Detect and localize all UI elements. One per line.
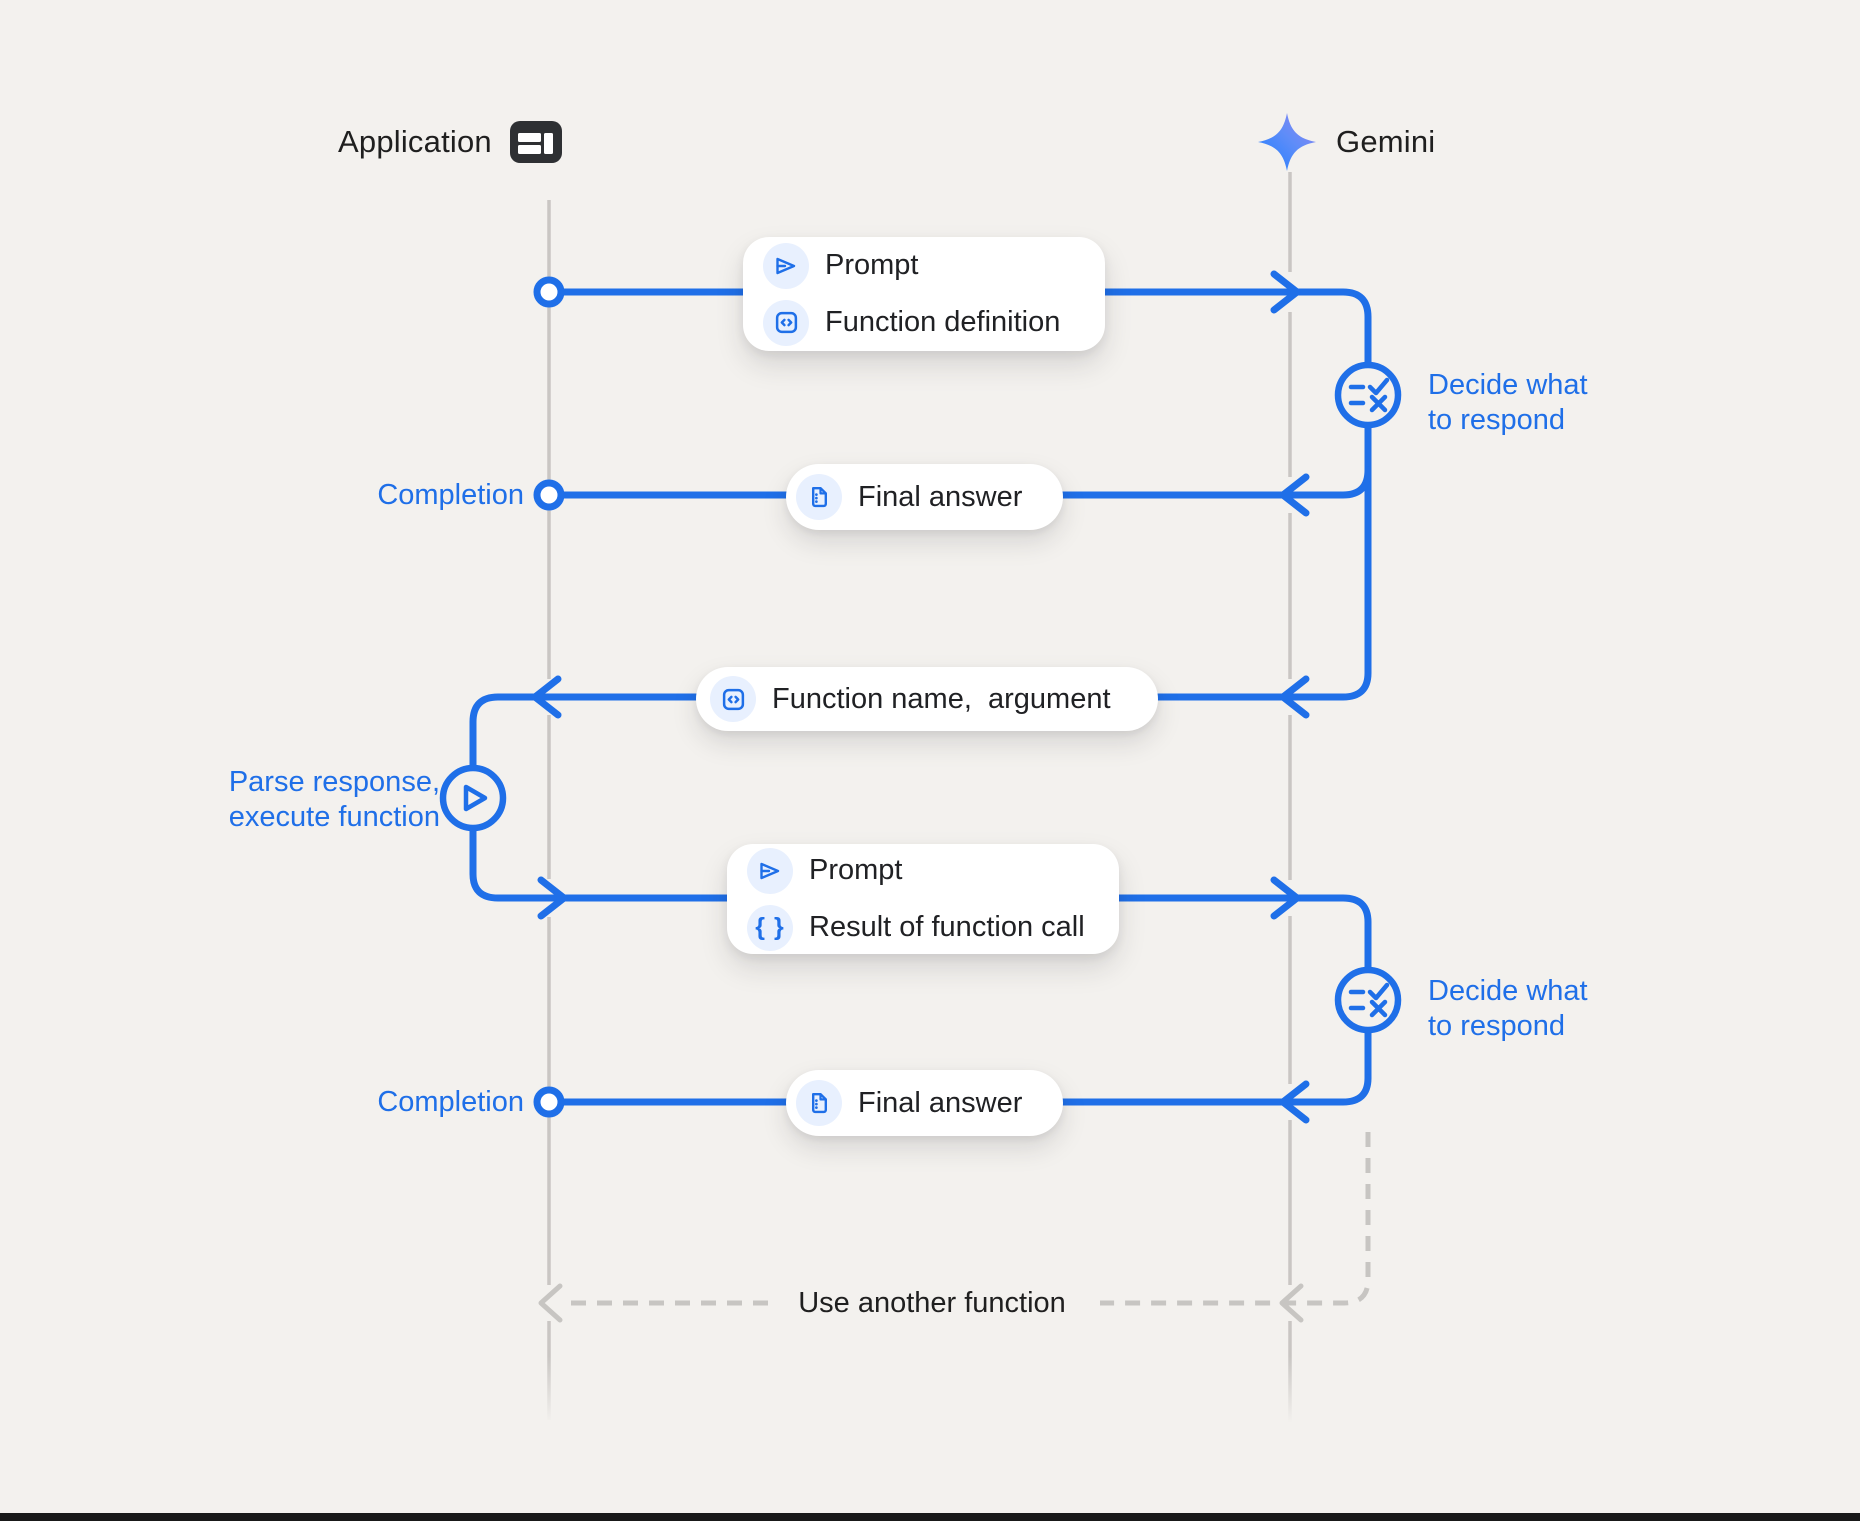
lifeline-fade: [0, 1356, 1860, 1432]
arrowhead-left-final2: [1279, 1080, 1310, 1124]
completion-node-1: [533, 479, 565, 511]
document-icon: [796, 1080, 842, 1126]
arrowhead-right-prompt1: [1270, 270, 1301, 314]
message-label: Final answer: [858, 480, 1023, 513]
rule-icon: [1348, 377, 1390, 413]
message-card-prompt-function-result: Prompt { } Result of function call: [727, 844, 1119, 954]
message-label: Prompt: [809, 854, 903, 886]
send-icon: [747, 847, 793, 894]
decide-node-1: [1334, 361, 1402, 429]
app-window-icon: [509, 121, 562, 163]
code-box-icon: [710, 676, 756, 722]
gemini-star-icon: [1258, 113, 1316, 171]
message-row: { } Result of function call: [747, 904, 1119, 951]
completion-label-2: Completion: [377, 1086, 524, 1118]
play-icon: [463, 784, 488, 812]
decide-label-1: Decide what to respond: [1428, 369, 1588, 436]
gemini-label: Gemini: [1336, 124, 1436, 159]
message-pill-final-answer-2: Final answer: [786, 1070, 1063, 1136]
rule-icon: [1348, 982, 1390, 1018]
arrowhead-left-fnname-gemini: [1279, 675, 1310, 719]
message-start-node: [533, 276, 565, 308]
arrowhead-right-prompt2-application: [537, 876, 568, 920]
parse-execute-node: [439, 764, 507, 832]
message-pill-function-name-argument: Function name, argument: [696, 667, 1158, 731]
completion-label-1: Completion: [377, 479, 524, 511]
code-box-icon: [763, 299, 809, 346]
message-label: Function name, argument: [772, 682, 1111, 715]
decide-label-2: Decide what to respond: [1428, 975, 1588, 1042]
send-icon: [763, 242, 809, 289]
bottom-edge-bar: [0, 1513, 1860, 1521]
use-another-function-dashed-path: [562, 1132, 1371, 1306]
arrowhead-left-fnname-application: [531, 675, 562, 719]
parse-execute-label: Parse response, execute function: [228, 766, 440, 833]
dashed-arrowhead-left-gemini: [1279, 1283, 1304, 1323]
message-label: Prompt: [825, 249, 919, 281]
message-row: Prompt: [763, 242, 1105, 289]
document-icon: [796, 474, 842, 520]
message-row: Prompt: [747, 847, 1119, 894]
gemini-header: Gemini: [1256, 110, 1435, 174]
final-answer-1-path: [558, 466, 1372, 499]
use-another-function-label: Use another function: [798, 1287, 1066, 1319]
main-flow-path: [469, 288, 1372, 1082]
dashed-arrowhead-left-application: [538, 1283, 563, 1323]
arrowhead-right-prompt2-gemini: [1270, 876, 1301, 920]
application-header: Application: [338, 120, 562, 164]
message-card-prompt-function-definition: Prompt Function definition: [743, 237, 1105, 351]
arrowhead-left-final1: [1279, 473, 1310, 517]
final-answer-2-path: [558, 1074, 1372, 1106]
braces-icon: { }: [747, 904, 793, 951]
message-row: Function definition: [763, 299, 1105, 346]
application-label: Application: [338, 124, 492, 159]
message-label: Function definition: [825, 306, 1061, 338]
decide-node-2: [1334, 966, 1402, 1034]
message-pill-final-answer-1: Final answer: [786, 464, 1063, 530]
message-label: Result of function call: [809, 911, 1085, 943]
message-label: Final answer: [858, 1086, 1023, 1119]
completion-node-2: [533, 1086, 565, 1118]
